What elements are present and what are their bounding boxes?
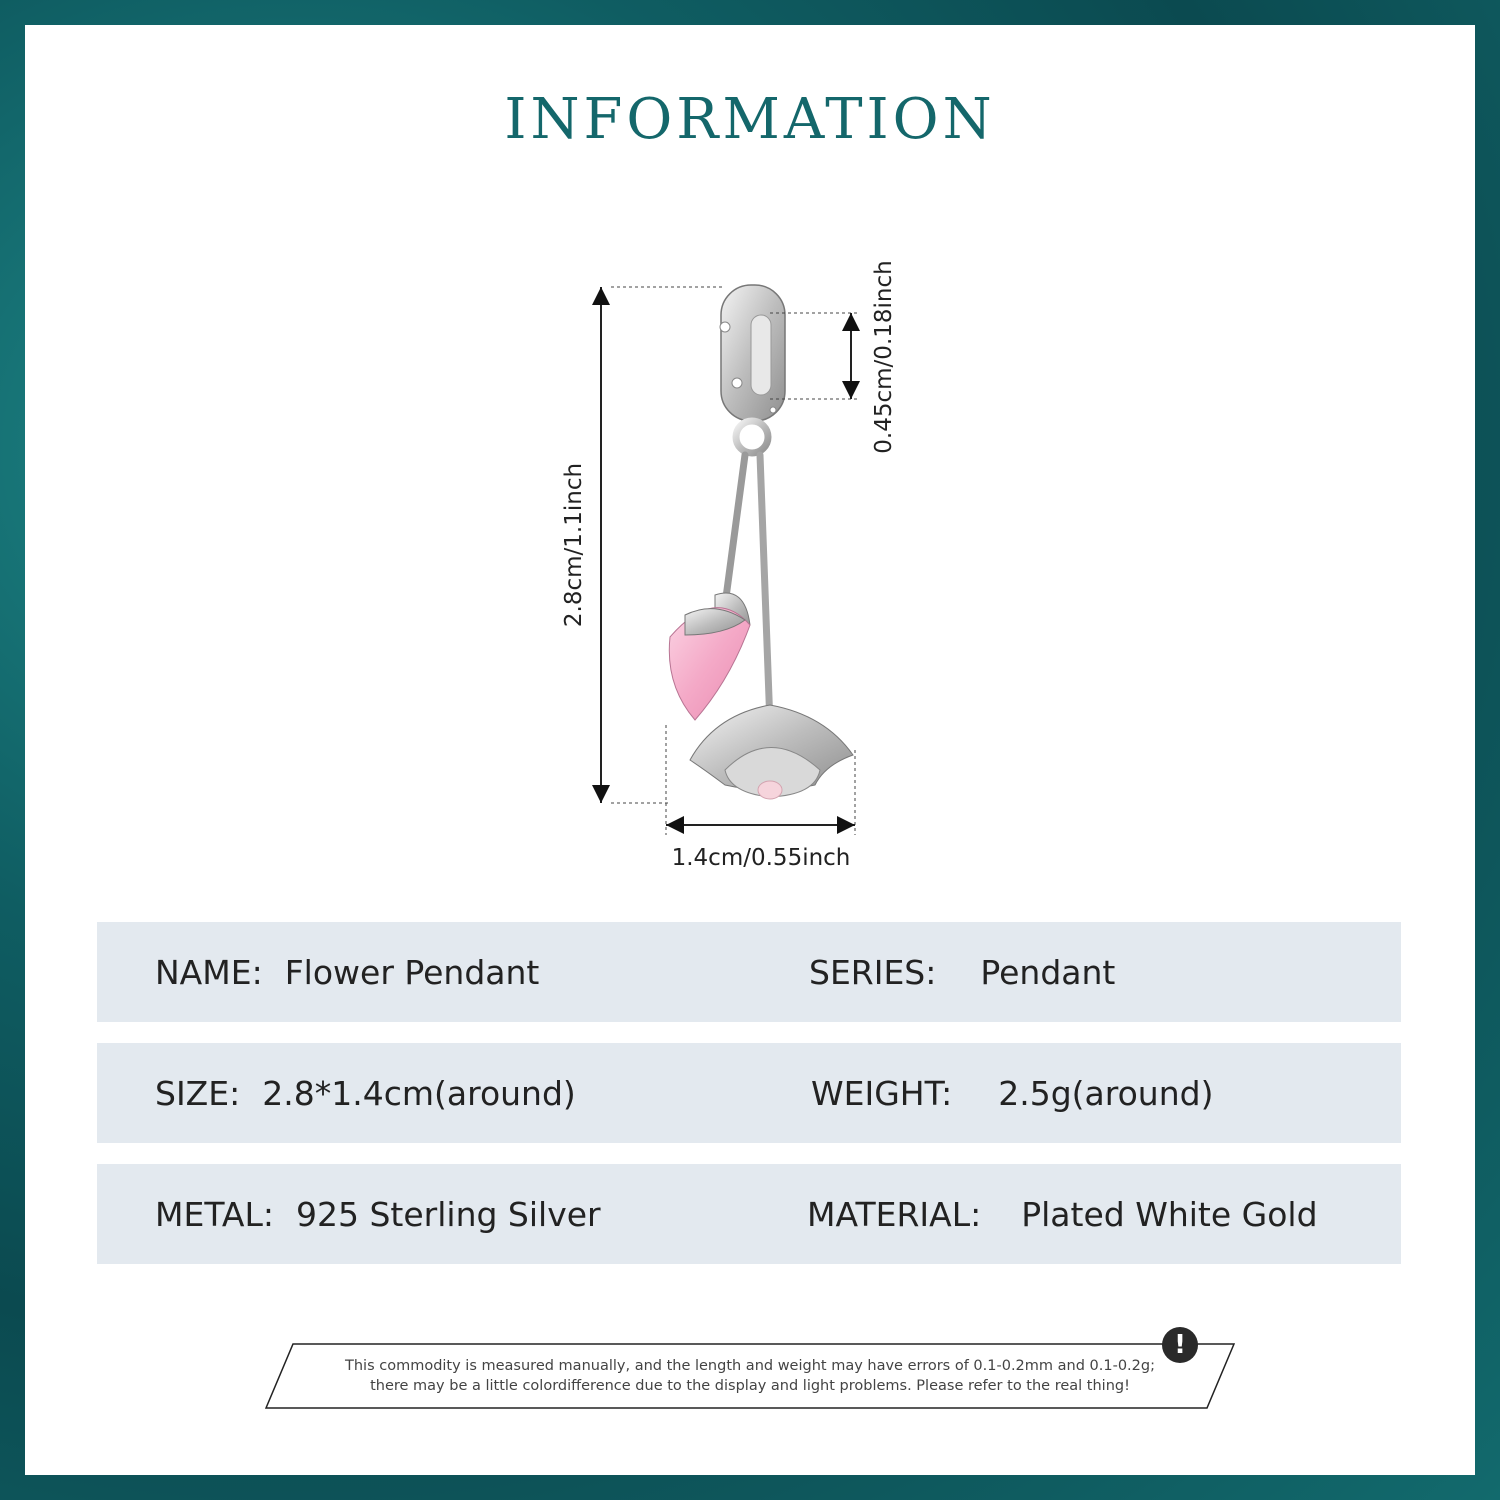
- name-key: NAME:: [155, 952, 263, 992]
- series-value: Pendant: [980, 952, 1116, 992]
- disclaimer-line-1: This commodity is measured manually, and…: [345, 1358, 1155, 1374]
- info-card: INFORMATION: [25, 25, 1475, 1475]
- spec-row: METAL: 925 Sterling Silver MATERIAL: Pla…: [97, 1164, 1401, 1264]
- disclaimer-box: This commodity is measured manually, and…: [265, 1343, 1235, 1409]
- height-label: 2.8cm/1.1inch: [561, 463, 587, 627]
- name-value: Flower Pendant: [284, 952, 540, 992]
- pendant-image: [668, 284, 854, 800]
- page-title: INFORMATION: [504, 87, 996, 152]
- series-key: SERIES:: [809, 952, 937, 992]
- weight-value: 2.5g(around): [998, 1073, 1214, 1113]
- width-dimension: 1.4cm/0.55inch: [665, 725, 856, 871]
- weight-key: WEIGHT:: [811, 1073, 953, 1113]
- exclamation-icon: !: [1162, 1327, 1198, 1363]
- height-dimension: 2.8cm/1.1inch: [561, 286, 725, 804]
- material-key: MATERIAL:: [807, 1194, 982, 1234]
- width-label: 1.4cm/0.55inch: [672, 845, 851, 871]
- metal-key: METAL:: [155, 1194, 274, 1234]
- pendant-diagram: 2.8cm/1.1inch 0.45cm/0.18inch 1.4cm/0.55…: [561, 260, 897, 871]
- disclaimer-line-2: there may be a little colordifference du…: [370, 1378, 1130, 1394]
- size-value: 2.8*1.4cm(around): [262, 1073, 576, 1113]
- size-key: SIZE:: [155, 1073, 241, 1113]
- spec-row: SIZE: 2.8*1.4cm(around) WEIGHT: 2.5g(aro…: [97, 1043, 1401, 1143]
- hole-dimension: 0.45cm/0.18inch: [770, 260, 897, 454]
- material-value: Plated White Gold: [1021, 1194, 1318, 1234]
- metal-value: 925 Sterling Silver: [296, 1194, 601, 1234]
- hole-label: 0.45cm/0.18inch: [871, 260, 897, 453]
- spec-row: NAME: Flower Pendant SERIES: Pendant: [97, 922, 1401, 1022]
